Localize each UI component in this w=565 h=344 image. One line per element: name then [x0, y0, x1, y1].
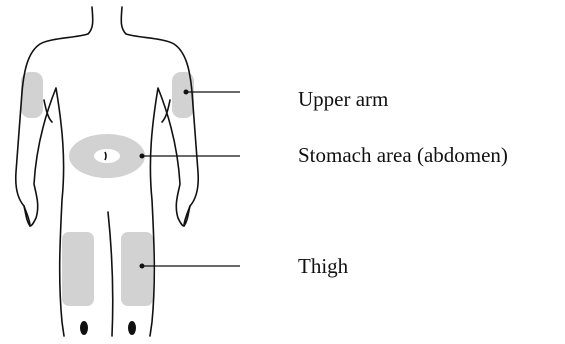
inner-leg-outline	[108, 212, 113, 336]
injection-site-thigh-right	[121, 232, 153, 306]
injection-site-thigh-left	[62, 232, 94, 306]
knee-mark-left	[80, 321, 88, 335]
knee-mark-right	[128, 321, 136, 335]
leader-stomach	[140, 154, 241, 159]
label-stomach-area: Stomach area (abdomen)	[298, 145, 508, 166]
injection-site-abdomen	[69, 134, 145, 178]
label-upper-arm: Upper arm	[298, 89, 388, 110]
label-thigh: Thigh	[298, 256, 348, 277]
